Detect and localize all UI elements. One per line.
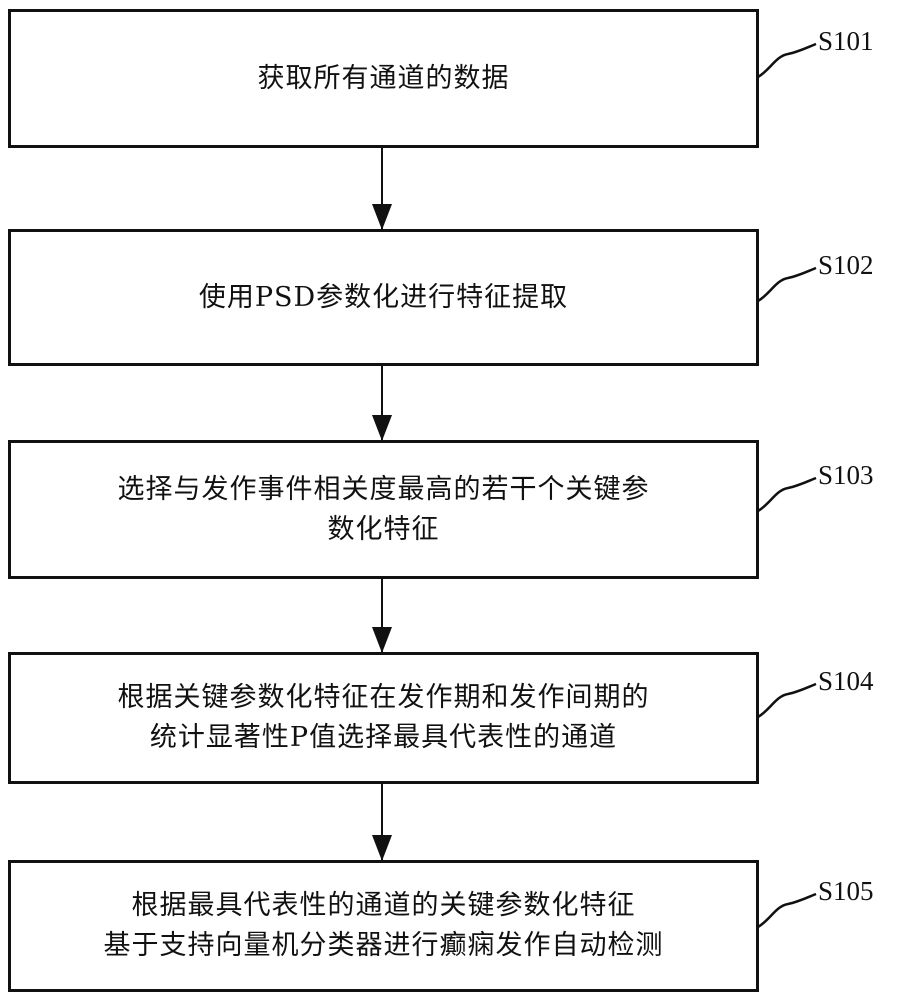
step-label-s104: S104 [818,666,874,696]
arrow-head-icon [372,204,392,230]
leader-line-s104 [757,682,817,719]
step-label-s101: S101 [818,26,874,56]
step-text-s102: 使用PSD参数化进行特征提取 [198,281,569,313]
flow-arrow-1 [372,148,392,230]
arrow-head-icon [372,835,392,861]
step-box-s104: 根据关键参数化特征在发作期和发作间期的 统计显著性P值选择最具代表性的通道 [8,652,759,784]
leader-line-s101 [757,42,817,79]
flow-arrow-4 [372,784,392,861]
step-text-s101: 获取所有通道的数据 [257,62,510,94]
step-box-s105: 根据最具代表性的通道的关键参数化特征 基于支持向量机分类器进行癫痫发作自动检测 [8,860,759,992]
step-label-s105: S105 [818,876,874,906]
leader-line-s103 [757,476,817,513]
arrow-head-icon [372,627,392,653]
flow-arrow-2 [372,366,392,441]
leader-line-s105 [757,892,817,929]
step-text-s103: 选择与发作事件相关度最高的若干个关键参 数化特征 [117,473,650,545]
step-box-s101: 获取所有通道的数据 [8,9,759,148]
step-label-s103: S103 [818,460,874,490]
step-box-s103: 选择与发作事件相关度最高的若干个关键参 数化特征 [8,440,759,579]
step-box-s102: 使用PSD参数化进行特征提取 [8,229,759,366]
step-text-s104: 根据关键参数化特征在发作期和发作间期的 统计显著性P值选择最具代表性的通道 [117,682,650,753]
leader-line-s102 [757,266,817,303]
step-label-s102: S102 [818,250,874,280]
flow-arrow-3 [372,579,392,653]
arrow-head-icon [372,415,392,441]
step-text-s105: 根据最具代表性的通道的关键参数化特征 基于支持向量机分类器进行癫痫发作自动检测 [103,890,664,961]
